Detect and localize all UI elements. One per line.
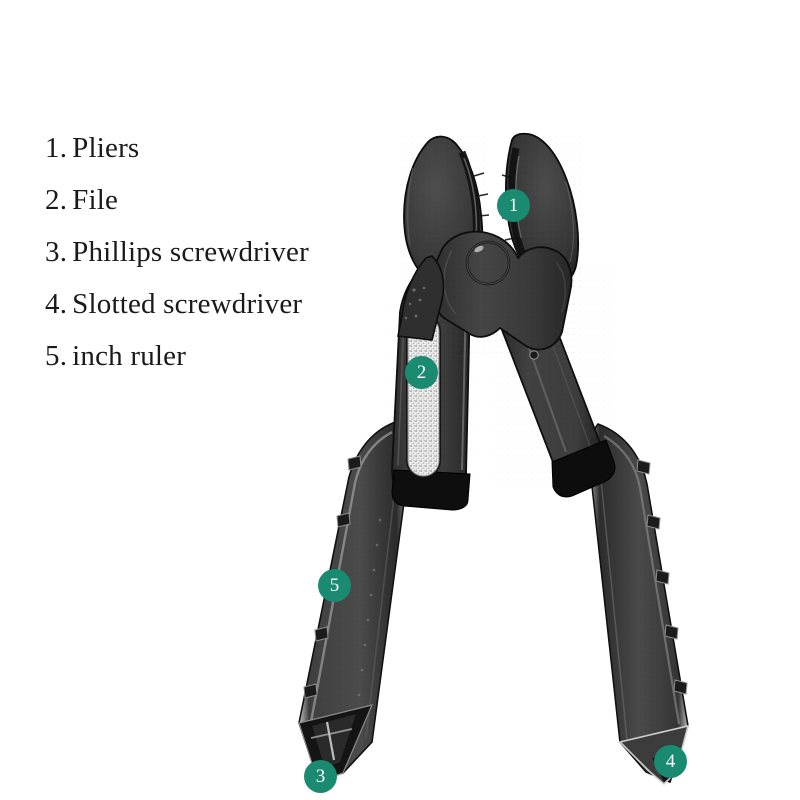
left-shoulder: [397, 255, 445, 341]
legend-number-4: 4.: [45, 288, 68, 320]
callout-badge-3: 3: [304, 760, 337, 793]
callout-badge-4: 4: [654, 745, 687, 778]
legend-label-3: Phillips screwdriver: [72, 236, 309, 268]
callout-badge-2: 2: [405, 356, 438, 389]
legend-number-5: 5.: [45, 340, 68, 372]
legend-item-1: 1.Pliers: [45, 122, 445, 174]
legend-number-1: 1.: [45, 132, 68, 164]
legend-item-5: 5.inch ruler: [45, 330, 445, 382]
callout-badge-1: 1: [497, 189, 530, 222]
legend-item-3: 3.Phillips screwdriver: [45, 226, 445, 278]
legend-label-2: File: [72, 184, 119, 216]
legend-number-3: 3.: [45, 236, 68, 268]
callout-badge-5: 5: [318, 569, 351, 602]
legend-label-5: inch ruler: [72, 340, 187, 372]
legend-number-2: 2.: [45, 184, 68, 216]
ruler-notches-right: [636, 459, 688, 695]
legend-item-4: 4.Slotted screwdriver: [45, 278, 445, 330]
legend-item-2: 2.File: [45, 174, 445, 226]
legend-label-1: Pliers: [72, 132, 140, 164]
pliers-head-body: [424, 228, 578, 358]
legend-label-4: Slotted screwdriver: [72, 288, 303, 320]
feature-legend-list: 1.Pliers 2.File 3.Phillips screwdriver 4…: [45, 122, 445, 382]
